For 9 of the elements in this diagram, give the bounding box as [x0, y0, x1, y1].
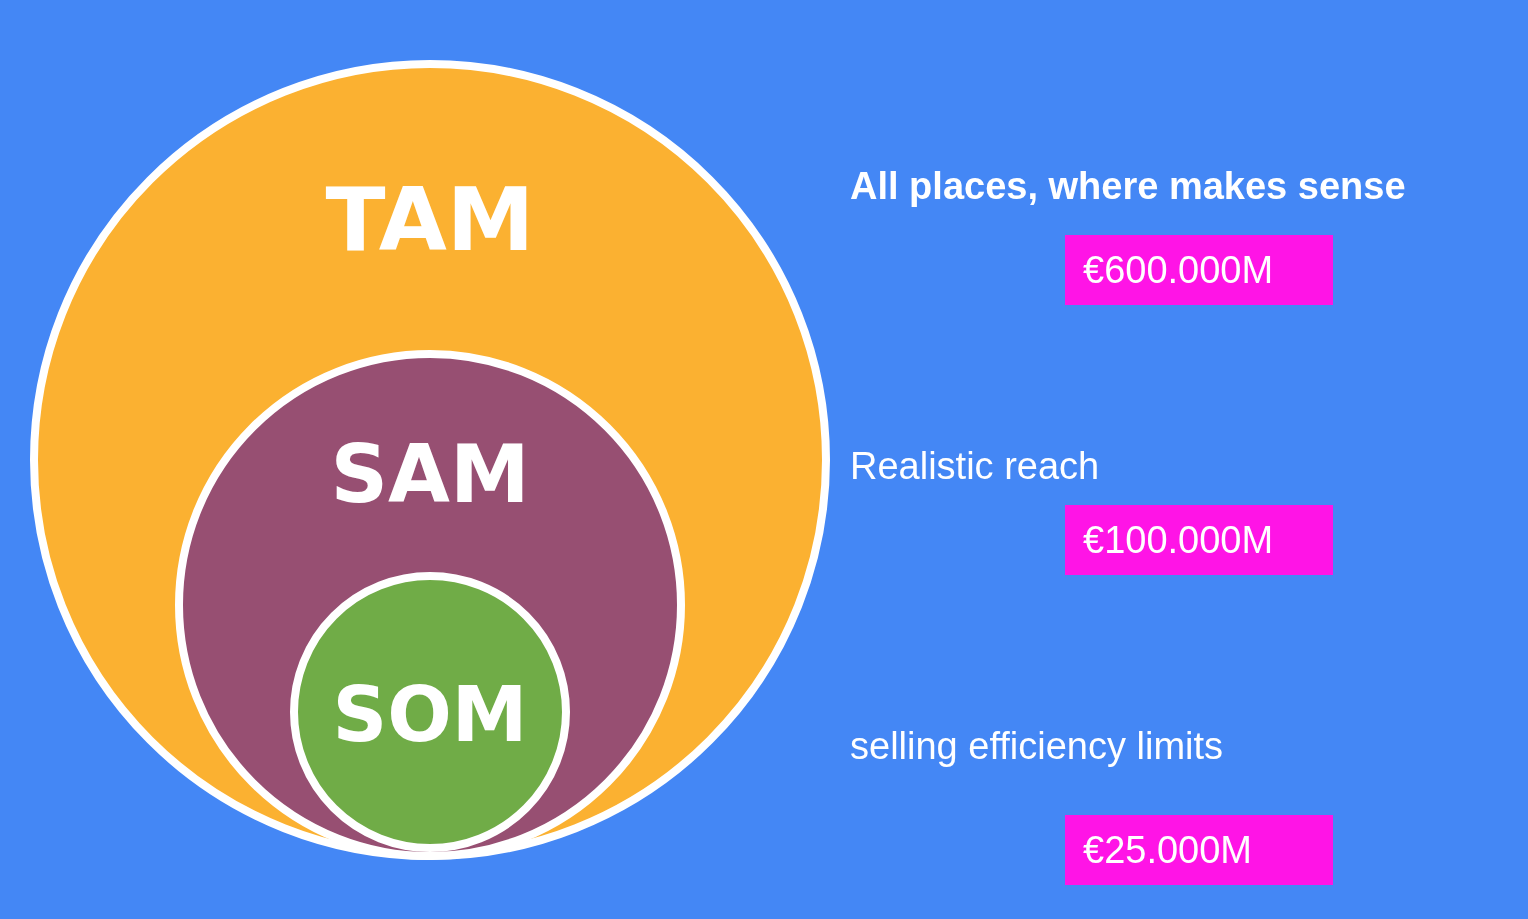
- market-label: SOM: [332, 670, 528, 759]
- description-text: selling efficiency limits: [850, 725, 1224, 768]
- description-text: All places, where makes sense: [850, 165, 1406, 208]
- value-tag: €600.000M: [1065, 235, 1333, 305]
- description-text: Realistic reach: [850, 445, 1100, 488]
- market-label: TAM: [325, 168, 535, 271]
- value-tag: €100.000M: [1065, 505, 1333, 575]
- value-tag: €25.000M: [1065, 815, 1333, 885]
- market-label: SAM: [330, 428, 530, 521]
